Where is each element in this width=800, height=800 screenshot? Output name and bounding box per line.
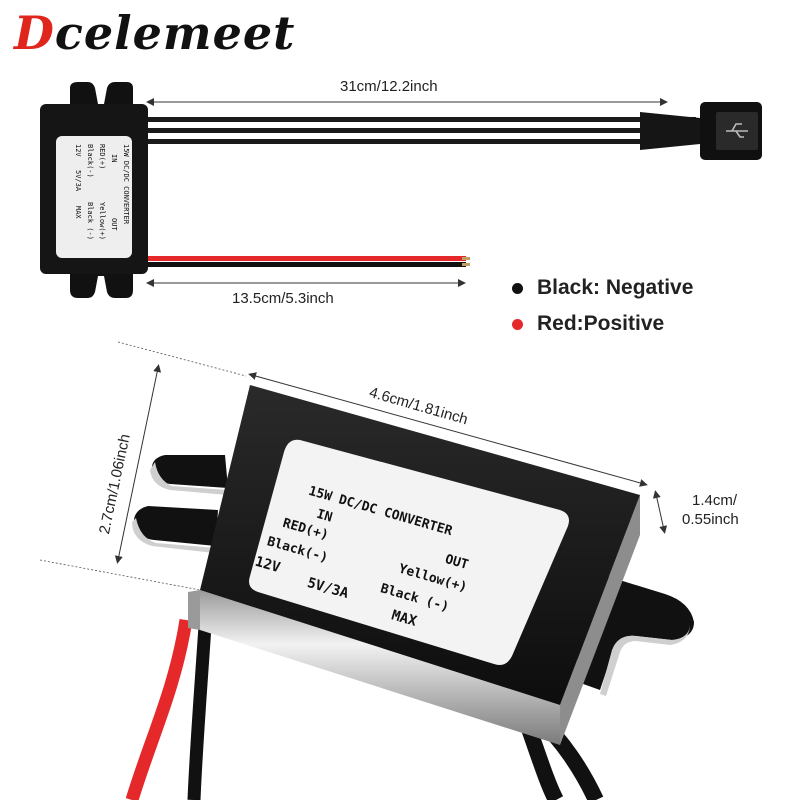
small-label-out: OUT xyxy=(110,218,118,231)
red-dot-icon xyxy=(512,318,523,330)
brand-logo-rest: celemeet xyxy=(54,6,296,60)
input-wire-length-label: 13.5cm/5.3inch xyxy=(232,290,334,307)
module-height-label-line2: 0.55inch xyxy=(682,511,739,528)
usb-symbol-icon xyxy=(726,123,748,138)
small-converter-module xyxy=(40,82,148,298)
big-label-out: OUT xyxy=(443,552,470,573)
input-wires xyxy=(148,256,470,267)
big-module-label-plate xyxy=(249,439,569,665)
module-height-label-line1: 1.4cm/ xyxy=(692,492,738,509)
small-label-yellow: Yellow(+) xyxy=(98,202,106,240)
big-module-right-side xyxy=(560,495,640,745)
big-label-vout: 5V/3A xyxy=(305,574,351,602)
small-label-black-in: Black(-) xyxy=(86,144,94,178)
small-label-vout: 5V/3A xyxy=(74,170,82,192)
black-dot-icon xyxy=(512,282,523,294)
big-label-in: IN xyxy=(314,506,334,526)
brand-logo: Dcelemeet xyxy=(14,6,295,60)
small-label-in: IN xyxy=(110,154,118,163)
big-module-front-side xyxy=(200,590,560,745)
module-width-arrow xyxy=(114,364,162,564)
small-label-black-out: Black (-) xyxy=(86,202,94,240)
usb-cable xyxy=(148,102,762,160)
usb-cable-length-label: 31cm/12.2inch xyxy=(340,78,438,95)
legend-black-negative: Black: Negative xyxy=(512,276,693,300)
small-label-vin: 12V xyxy=(74,144,82,157)
small-module-label: 15W DC/DC CONVERTER IN OUT RED(+) Yellow… xyxy=(50,140,130,260)
legend-black-text: Black: Negative xyxy=(537,276,694,299)
small-label-max: MAX xyxy=(74,206,82,219)
small-label-red: RED(+) xyxy=(98,144,106,170)
big-label-max: MAX xyxy=(389,607,419,630)
small-label-title: 15W DC/DC CONVERTER xyxy=(122,144,130,225)
legend-red-text: Red:Positive xyxy=(537,312,665,335)
module-height-arrow xyxy=(652,490,668,534)
brand-logo-initial: D xyxy=(14,6,55,60)
module-length-arrow xyxy=(248,372,648,487)
legend-red-positive: Red:Positive xyxy=(512,312,664,336)
